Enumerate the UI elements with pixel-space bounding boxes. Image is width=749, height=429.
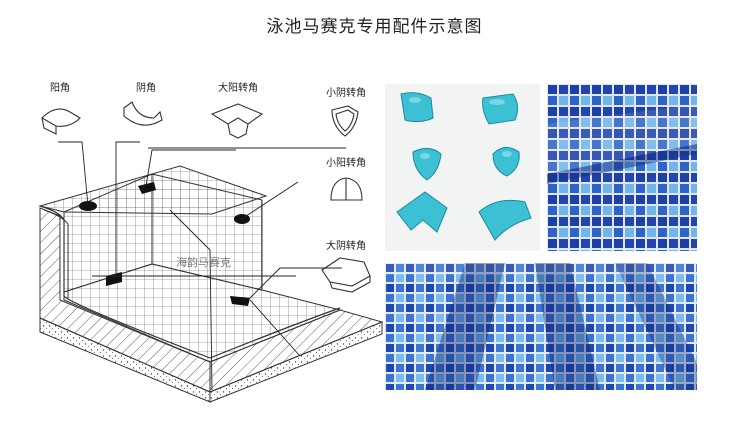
leader-lines	[58, 141, 346, 391]
profile-da-yang-zhuan-jiao-icon	[210, 103, 264, 139]
profile-yang-jiao-icon	[41, 108, 81, 135]
watermark-text: 海韵马赛克	[176, 255, 231, 269]
label-xiao-yang-zhuan-jiao: 小阳转角	[326, 158, 366, 169]
pool-edge-mosaic-photo	[547, 84, 697, 251]
label-xiao-yin-zhuan-jiao: 小阴转角	[326, 88, 366, 99]
accessories-photo	[385, 84, 540, 251]
pool-floor	[63, 263, 342, 363]
label-yin-jiao: 阴角	[136, 83, 156, 94]
profile-xiao-yang-zhuan-jiao-icon	[330, 177, 363, 201]
label-da-yin-zhuan-jiao: 大阴转角	[326, 241, 366, 252]
label-da-yang-zhuan-jiao: 大阳转角	[218, 83, 258, 94]
profile-xiao-yin-zhuan-jiao-icon	[331, 105, 359, 137]
profile-da-yin-zhuan-jiao-icon	[321, 257, 371, 293]
profile-yin-jiao-icon	[123, 101, 163, 126]
pool-steps-mosaic-photo	[385, 263, 697, 390]
accessory-pieces	[396, 92, 532, 241]
label-yang-jiao: 阳角	[50, 83, 70, 94]
page-title: 泳池马赛克专用配件示意图	[266, 17, 483, 37]
